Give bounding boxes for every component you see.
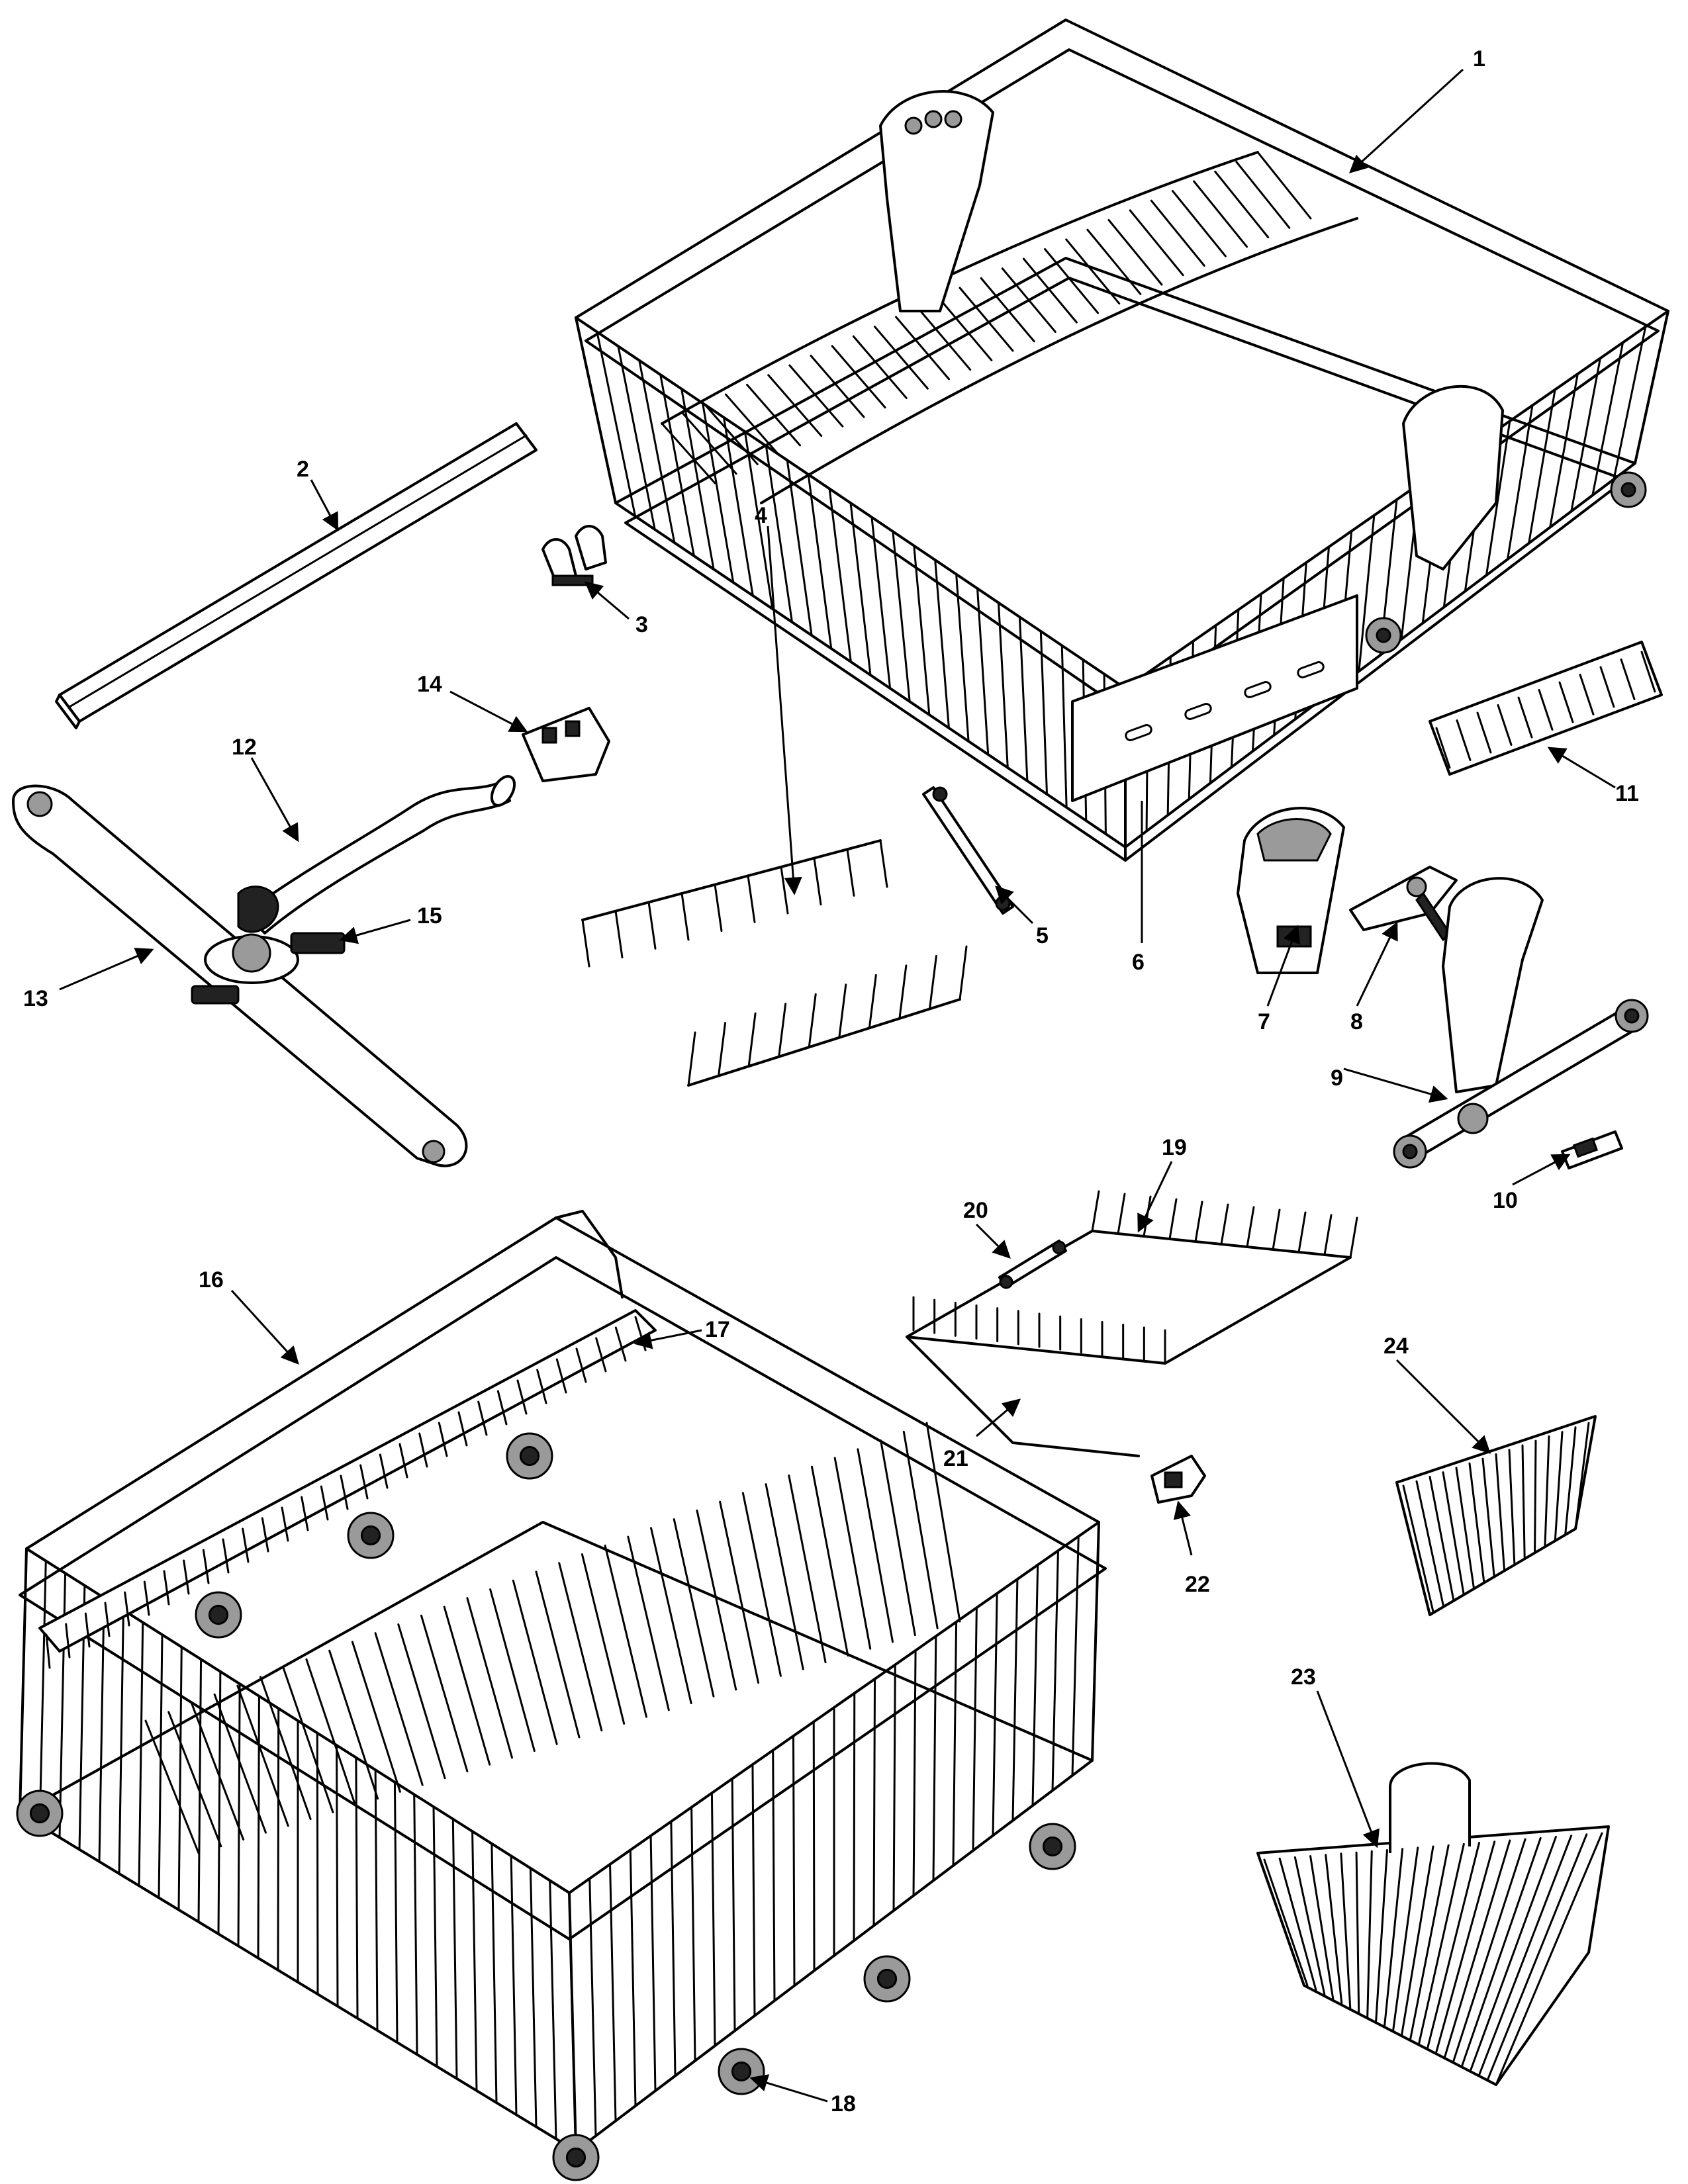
callout-15: 15 [417,903,442,929]
callout-22: 22 [1185,1572,1210,1597]
callout-17: 17 [705,1317,730,1342]
callout-4: 4 [755,503,767,528]
callout-1: 1 [1473,46,1485,71]
callout-23: 23 [1291,1664,1316,1690]
callout-6: 6 [1132,950,1145,975]
shelf-link [998,1240,1067,1289]
adjuster-latch [1349,866,1458,942]
callout-21: 21 [943,1446,968,1471]
small-basket [1395,1415,1597,1616]
cup-shelf-tines [1429,641,1663,776]
callout-2: 2 [297,457,309,482]
rack-link [922,786,1014,915]
fold-shelf [906,1190,1358,1457]
callout-7: 7 [1258,1009,1270,1034]
callout-14: 14 [417,672,442,697]
tine-row-assembly [581,839,968,1087]
leader-lines [59,68,1616,2103]
rack-arm-assembly [1393,877,1649,1169]
spray-arm-assembly [12,775,516,1167]
callout-9: 9 [1331,1066,1343,1091]
callout-16: 16 [199,1267,224,1293]
rack-adjuster [1237,807,1345,974]
silverware-basket [1256,1762,1610,2086]
callout-11: 11 [1615,781,1639,806]
shelf-clip [1150,1455,1206,1504]
callout-13: 13 [23,986,48,1011]
callout-10: 10 [1493,1188,1518,1213]
callout-5: 5 [1036,923,1049,948]
rack-rail [55,422,538,729]
lower-rack [16,1210,1107,2181]
callout-18: 18 [831,2091,856,2116]
rack-clip [541,525,607,586]
callout-19: 19 [1162,1135,1187,1160]
callout-3: 3 [635,612,648,637]
callout-20: 20 [963,1198,988,1223]
spray-arm-bracket [522,707,610,782]
rail-stop [1561,1130,1623,1169]
upper-rack [575,19,1669,862]
callout-24: 24 [1383,1334,1409,1359]
callout-12: 12 [232,735,257,760]
callout-labels: 1 2 3 4 5 6 7 8 9 10 11 12 13 14 15 16 1… [23,46,1639,2116]
callout-8: 8 [1350,1009,1363,1034]
